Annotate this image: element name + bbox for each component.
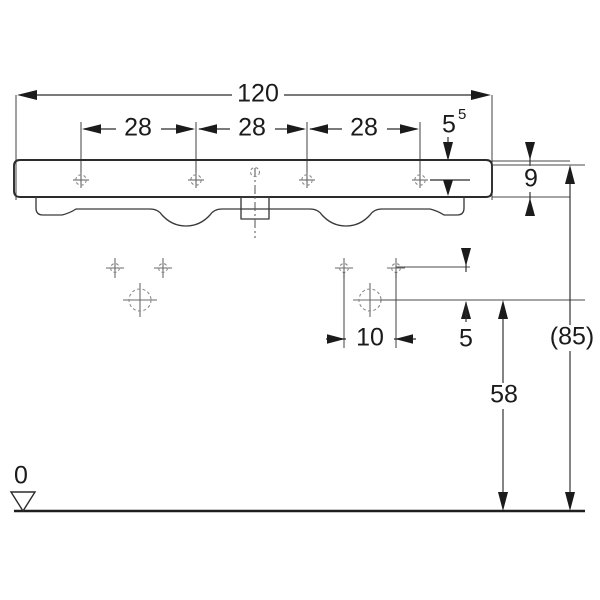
dim-label-total-height: (85) bbox=[550, 323, 594, 351]
dimension-bracket-horizontal: 10 bbox=[326, 324, 416, 352]
depth-inner-marker bbox=[430, 179, 470, 196]
dim-label-mount-height: 58 bbox=[490, 381, 518, 409]
arrow-up-depth bbox=[525, 198, 535, 216]
dimension-spacing-1: 28 bbox=[82, 114, 195, 142]
arrow-left-28-a bbox=[82, 124, 101, 134]
arrow-down-edge-offset bbox=[443, 142, 453, 161]
arrow-right-28-b bbox=[287, 124, 306, 134]
dim-label-bracket-horizontal: 10 bbox=[356, 324, 384, 352]
arrow-down-depth bbox=[525, 142, 535, 160]
label-mask-28-a bbox=[116, 117, 161, 141]
bracket-hole-left-a bbox=[106, 258, 124, 278]
tap-hole-markers bbox=[73, 172, 428, 188]
dim-label-edge-offset-superscript: 5 bbox=[458, 106, 466, 123]
dim-label-overall-width: 120 bbox=[237, 80, 279, 108]
dimension-spacing-3: 28 bbox=[309, 114, 419, 142]
label-mask-28-b bbox=[230, 117, 275, 141]
arrow-down-58 bbox=[498, 492, 508, 511]
dimension-basin-depth: 9 bbox=[492, 142, 570, 216]
label-mask-58 bbox=[480, 383, 528, 409]
inner-depth-arrow-up bbox=[443, 180, 453, 196]
label-mask-85 bbox=[542, 325, 600, 351]
tap-hole-icon-4 bbox=[412, 172, 428, 188]
arrow-right-28-a bbox=[176, 124, 195, 134]
dimension-edge-offset: 5 5 bbox=[442, 106, 466, 161]
dim-label-spacing-3: 28 bbox=[350, 114, 378, 142]
arrow-down-85 bbox=[565, 492, 575, 511]
dimension-bracket-vertical: 5 bbox=[380, 248, 585, 353]
tap-hole-icon-3 bbox=[299, 172, 315, 188]
dimension-total-height: (85) bbox=[492, 164, 600, 511]
arrow-right-10-left bbox=[327, 334, 345, 344]
tap-hole-icon-2 bbox=[188, 172, 204, 188]
label-mask-120 bbox=[232, 82, 284, 108]
arrow-left-10-right bbox=[395, 334, 413, 344]
arrow-right-120 bbox=[471, 90, 491, 100]
tap-hole-icon-1 bbox=[73, 172, 89, 188]
bracket-hole-left-center bbox=[123, 283, 157, 317]
arrow-up-85 bbox=[565, 165, 575, 184]
dim-label-edge-offset: 5 bbox=[442, 111, 456, 139]
dim-label-spacing-1: 28 bbox=[124, 114, 152, 142]
dim-label-datum-zero: 0 bbox=[14, 462, 28, 490]
dimension-spacing-2: 28 bbox=[198, 114, 306, 142]
dim-label-basin-depth: 9 bbox=[524, 165, 538, 193]
bracket-hole-left-b bbox=[154, 258, 172, 278]
arrow-down-5 bbox=[461, 248, 471, 266]
arrow-left-120 bbox=[17, 90, 37, 100]
overflow-hole-icon bbox=[249, 166, 261, 178]
dim-label-bracket-vertical: 5 bbox=[459, 325, 473, 353]
basin-underside-profile bbox=[35, 196, 465, 227]
dim-label-spacing-2: 28 bbox=[238, 114, 266, 142]
arrow-right-28-c bbox=[400, 124, 419, 134]
washbasin-body bbox=[13, 159, 493, 238]
arrow-left-28-b bbox=[198, 124, 217, 134]
dimension-overall-width: 120 bbox=[15, 80, 493, 200]
datum-triangle-icon bbox=[9, 491, 37, 513]
arrow-left-28-c bbox=[309, 124, 328, 134]
dimension-hole-spacings: 28 28 28 bbox=[80, 114, 421, 185]
dimension-mount-height: 58 bbox=[480, 300, 528, 511]
floor-datum: 0 bbox=[9, 462, 585, 513]
label-mask-28-c bbox=[342, 117, 387, 141]
arrow-up-58 bbox=[498, 300, 508, 319]
bracket-hole-group-left bbox=[106, 258, 172, 317]
basin-top-slab bbox=[13, 159, 493, 198]
